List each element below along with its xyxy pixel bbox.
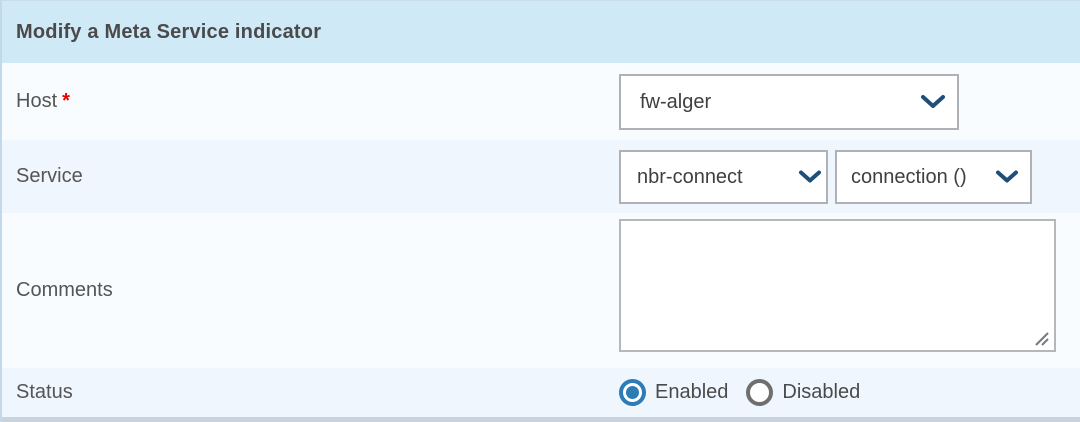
status-enabled-label[interactable]: Enabled xyxy=(655,381,729,403)
host-controls: fw-alger xyxy=(619,73,1080,130)
service-label: Service xyxy=(2,165,619,188)
service-select[interactable]: nbr-connect xyxy=(619,149,828,204)
radio-unselected-icon[interactable] xyxy=(746,379,774,406)
status-enabled-option[interactable]: Enabled xyxy=(619,379,728,406)
metric-select[interactable]: connection () xyxy=(835,149,1032,204)
comments-textarea[interactable] xyxy=(619,219,1056,352)
service-controls: nbr-connect connection () xyxy=(619,149,1080,204)
host-select-wrap: fw-alger xyxy=(619,73,959,130)
required-asterisk: * xyxy=(62,90,70,112)
host-select[interactable]: fw-alger xyxy=(619,73,959,130)
form-header: Modify a Meta Service indicator xyxy=(2,1,1080,63)
radio-selected-icon[interactable] xyxy=(619,379,646,406)
status-row: Status Enabled Disabled xyxy=(2,368,1080,417)
panel-bottom-strip xyxy=(2,417,1080,422)
status-label: Status xyxy=(2,381,619,404)
host-label: Host* xyxy=(2,90,619,113)
status-controls: Enabled Disabled xyxy=(619,379,1080,406)
comments-label: Comments xyxy=(2,279,619,302)
host-label-text: Host xyxy=(16,90,58,112)
service-row: Service nbr-connect connection () xyxy=(2,140,1080,213)
service-select-wrap: nbr-connect xyxy=(619,149,835,204)
status-disabled-option[interactable]: Disabled xyxy=(746,379,860,406)
comments-label-text: Comments xyxy=(16,279,113,301)
metric-select-wrap: connection () xyxy=(835,149,1032,204)
status-label-text: Status xyxy=(16,381,73,403)
page-title: Modify a Meta Service indicator xyxy=(16,20,322,43)
comments-textarea-wrap xyxy=(619,213,1056,357)
comments-row: Comments xyxy=(2,213,1080,368)
comments-controls xyxy=(619,213,1080,357)
status-disabled-label[interactable]: Disabled xyxy=(782,381,861,403)
host-row: Host* fw-alger xyxy=(2,63,1080,140)
status-radio-group: Enabled Disabled xyxy=(619,379,860,406)
service-label-text: Service xyxy=(16,165,83,187)
